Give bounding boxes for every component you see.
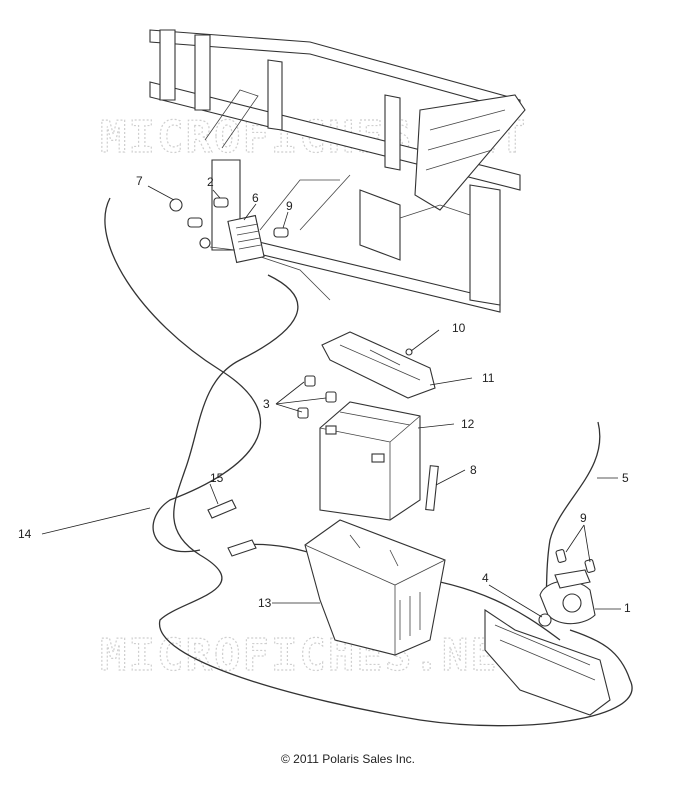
mount-bracket [484,608,611,716]
callout-8: 8 [470,463,477,477]
callout-13: 13 [258,596,272,610]
battery-12 [319,401,421,521]
callout-14: 14 [18,527,32,541]
callout-9-right: 9 [580,511,587,525]
copyright-notice: © 2011 Polaris Sales Inc. [280,752,416,766]
callout-5: 5 [622,471,629,485]
watermark-bottom: MICROFICHES.NET [100,630,527,681]
hardware-cluster [169,197,289,264]
callout-9-top: 9 [286,199,293,213]
callout-4: 4 [482,571,489,585]
fuse-block-6-shape [227,214,265,264]
leader-lines [41,185,621,618]
callout-7: 7 [136,174,143,188]
nut-7-shape [169,198,183,212]
callout-6: 6 [252,191,259,205]
callout-2: 2 [207,175,214,189]
nut-4-shape [538,613,552,627]
battery-box-13 [304,519,446,656]
callout-10: 10 [452,321,466,335]
callout-15: 15 [210,471,224,485]
bolts-3 [297,375,337,419]
cable-5 [544,421,601,601]
vent-tube-8 [425,465,439,511]
callout-3: 3 [263,397,270,411]
callout-12: 12 [461,417,475,431]
battery-cover-11 [321,331,436,399]
cable-15-terminals [207,499,257,557]
callout-1: 1 [624,601,631,615]
bolt-9-top-shape [273,227,289,238]
bolt-2-shape [213,197,229,208]
solenoid-1 [539,549,596,625]
frame-assembly [149,29,526,313]
callout-11: 11 [482,371,495,385]
